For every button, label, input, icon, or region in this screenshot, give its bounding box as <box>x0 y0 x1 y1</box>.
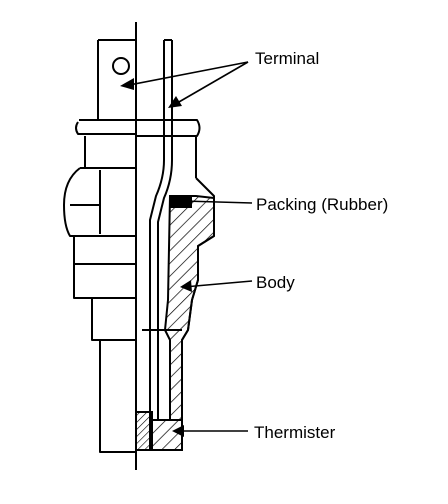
thread-section <box>73 236 136 299</box>
label-terminal: Terminal <box>255 49 319 68</box>
lower-body <box>91 298 136 453</box>
arrowhead-terminal-a <box>120 78 134 90</box>
terminal-hole <box>112 57 130 75</box>
arrowhead-terminal-b <box>168 96 182 108</box>
label-packing: Packing (Rubber) <box>256 195 388 214</box>
collar <box>75 119 201 137</box>
leader-terminal-b <box>171 61 249 107</box>
hex-nut <box>63 167 136 237</box>
thermister-base <box>149 419 183 451</box>
neck <box>84 136 197 178</box>
terminal-wire <box>149 40 165 420</box>
terminal-wire-inner <box>157 40 173 420</box>
label-thermister: Thermister <box>254 423 336 442</box>
arrowhead-body <box>180 280 192 292</box>
leader-packing <box>183 200 253 204</box>
leader-terminal-a <box>123 61 249 87</box>
leader-body <box>183 280 253 288</box>
arrowhead-thermister <box>172 425 184 437</box>
body-cutaway-hatch <box>163 195 215 421</box>
arrowhead-packing <box>180 195 192 207</box>
label-body: Body <box>256 273 295 292</box>
